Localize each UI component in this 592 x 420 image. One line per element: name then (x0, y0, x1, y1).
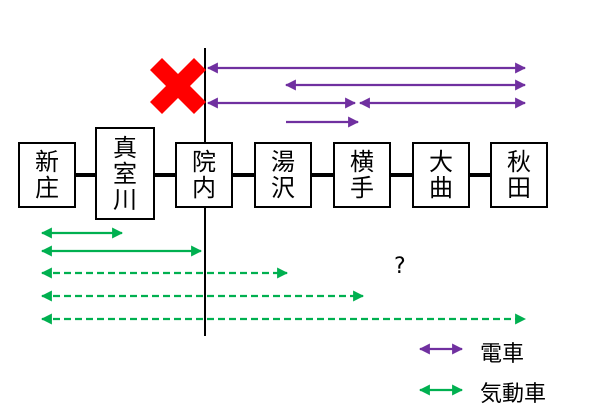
station-name: 大曲 (429, 148, 453, 202)
question-mark: ? (394, 254, 406, 279)
station-name: 湯沢 (271, 148, 295, 202)
legend-electric-label: 電車 (480, 342, 525, 367)
station-shinjo: 新庄 (18, 142, 76, 208)
station-yuzawa: 湯沢 (254, 142, 312, 208)
station-name: 真室川 (113, 133, 137, 214)
station-name: 横手 (350, 148, 374, 202)
station-innai: 院内 (175, 142, 233, 208)
station-name: 院内 (192, 148, 216, 202)
station-name: 秋田 (507, 148, 531, 202)
station-mamurogawa: 真室川 (95, 127, 155, 220)
station-omagari: 大曲 (412, 142, 470, 208)
station-akita: 秋田 (490, 142, 548, 208)
station-yokote: 横手 (333, 142, 391, 208)
legend-diesel-label: 気動車 (480, 382, 547, 407)
station-name: 新庄 (35, 148, 59, 202)
cross-icon (150, 58, 206, 114)
